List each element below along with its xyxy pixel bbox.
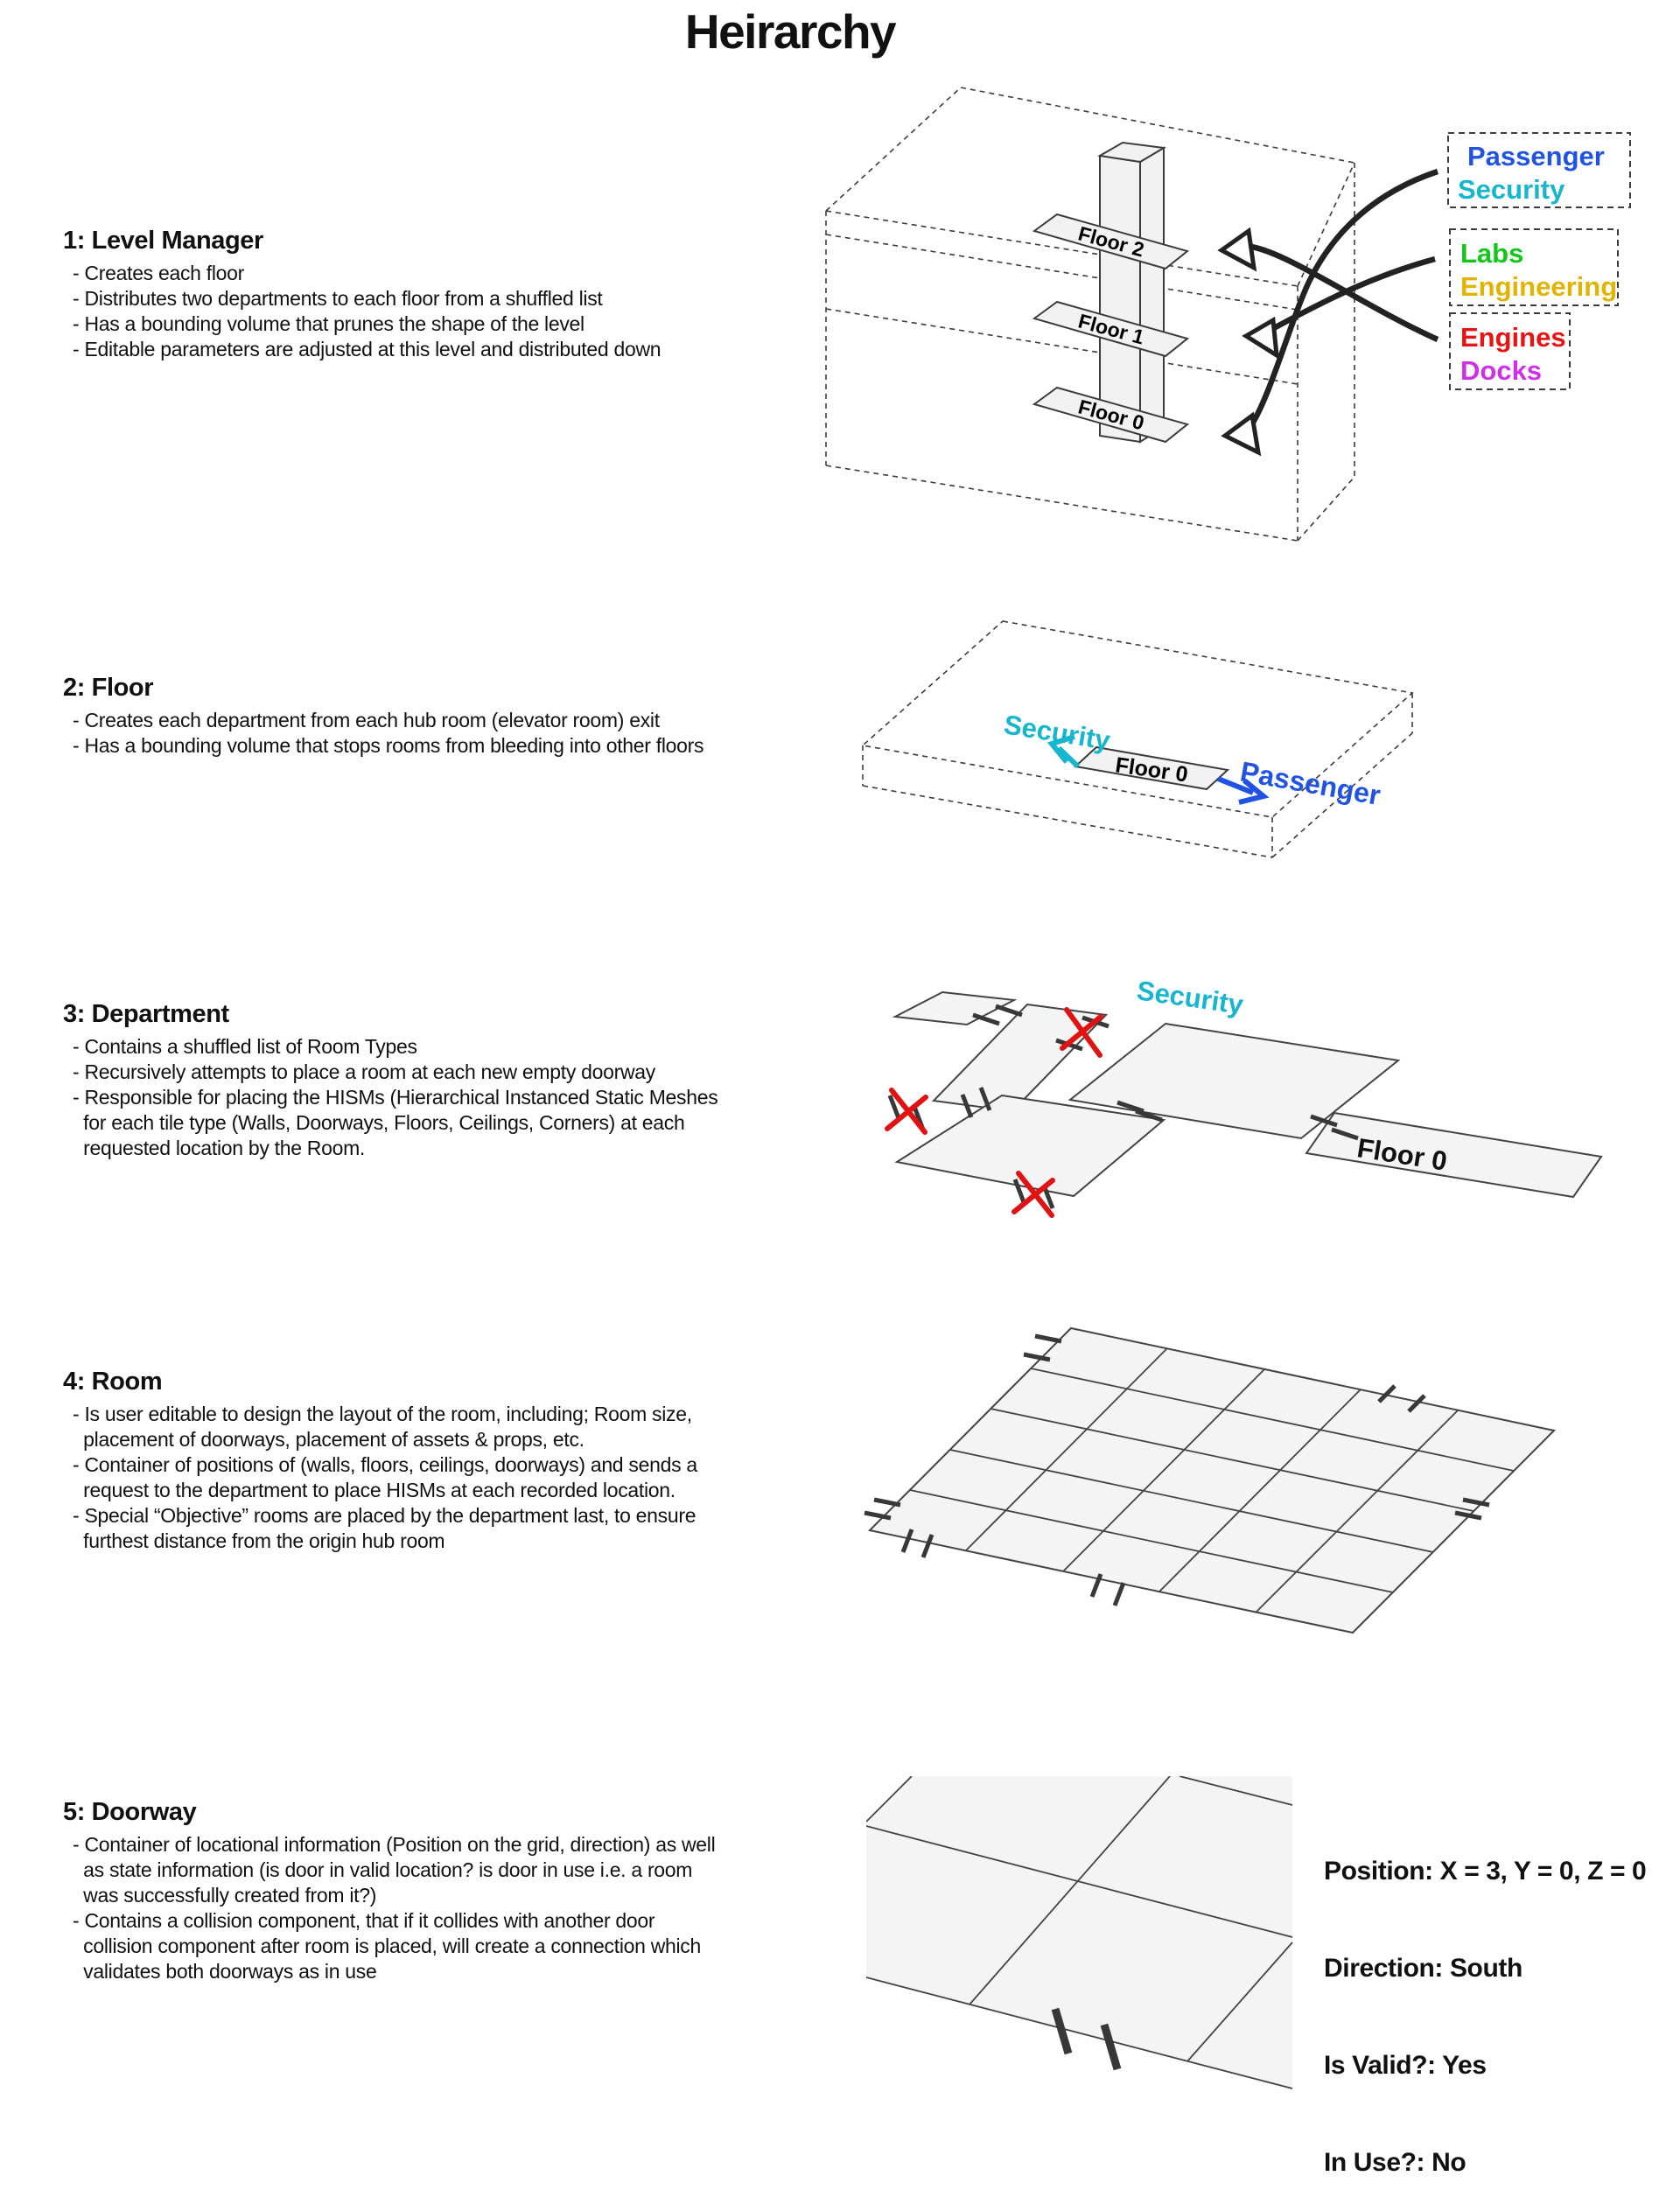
elevator-shaft bbox=[1097, 141, 1167, 444]
room-doorway-ticks bbox=[864, 1333, 1490, 1606]
arrow-to-floor-2 bbox=[1250, 243, 1439, 342]
arrow-to-floor-0 bbox=[1249, 168, 1439, 427]
bullet-line: - Editable parameters are adjusted at th… bbox=[73, 338, 662, 360]
passenger-direction-label: Passenger bbox=[1238, 755, 1383, 811]
section-level-manager: 1: Level Manager - Creates each floor - D… bbox=[63, 227, 662, 362]
floor-2-plate bbox=[1032, 213, 1190, 270]
section-bullets: - Creates each department from each hub … bbox=[73, 708, 704, 759]
section-bullets: - Container of locational information (P… bbox=[73, 1832, 716, 1984]
section-doorway: 5: Doorway - Container of locational inf… bbox=[63, 1798, 716, 1984]
room-plate bbox=[1068, 1022, 1401, 1140]
bullet-line: - Special “Objective” rooms are placed b… bbox=[73, 1504, 696, 1527]
page: { "title": "Heirarchy", "sections": [ { … bbox=[63, 4, 1647, 2177]
doorway-in-use: In Use?: No bbox=[1324, 2148, 1466, 2177]
legend-box-3 bbox=[1449, 312, 1571, 390]
room-grid-lines bbox=[909, 1347, 1515, 1613]
department-legend: Passenger Security Labs Engineering Engi… bbox=[1447, 132, 1631, 390]
bullet-line: for each tile type (Walls, Doorways, Flo… bbox=[73, 1111, 685, 1134]
invalid-x-icon bbox=[1012, 1178, 1055, 1214]
section-bullets: - Creates each floor - Distributes two de… bbox=[73, 261, 662, 362]
arrowhead-floor-0-icon bbox=[1221, 411, 1262, 457]
legend-box-1 bbox=[1447, 132, 1631, 208]
bullet-line: - Creates each floor bbox=[73, 262, 244, 284]
bullet-line: - Creates each department from each hub … bbox=[73, 709, 660, 731]
section-bullets: - Contains a shuffled list of Room Types… bbox=[73, 1034, 718, 1161]
passenger-arrow-icon bbox=[1216, 776, 1270, 805]
bullet-line: - Container of locational information (P… bbox=[73, 1833, 716, 1856]
floor-origin-plate bbox=[1305, 1111, 1603, 1199]
doorway-valid: Is Valid?: Yes bbox=[1324, 2051, 1487, 2080]
room-diagram bbox=[864, 1326, 1557, 1634]
distribution-arrows bbox=[1217, 168, 1439, 457]
section-heading: 3: Department bbox=[63, 1000, 229, 1028]
bullet-line: - Container of positions of (walls, floo… bbox=[73, 1453, 697, 1476]
doorway-ticks bbox=[887, 1004, 1359, 1209]
doorway-diagram bbox=[866, 1776, 1293, 2089]
room-plate bbox=[892, 990, 1018, 1026]
bullet-line: - Has a bounding volume that prunes the … bbox=[73, 312, 584, 335]
doorway-direction: Direction: South bbox=[1324, 1954, 1522, 1983]
bullet-line: - Has a bounding volume that stops rooms… bbox=[73, 734, 704, 757]
level-manager-diagram: Floor 2 Floor 1 Floor 0 Passenger Securi… bbox=[825, 87, 1631, 542]
doorway-position: Position: X = 3, Y = 0, Z = 0 bbox=[1324, 1857, 1647, 1886]
section-department: 3: Department - Contains a shuffled list… bbox=[63, 1001, 718, 1161]
floor-diagram: Floor 0 Security Passenger bbox=[861, 620, 1414, 858]
doorway-collision-ticks bbox=[1051, 2007, 1122, 2071]
bullet-line: - Contains a collision component, that i… bbox=[73, 1909, 655, 1932]
section-bullets: - Is user editable to design the layout … bbox=[73, 1402, 697, 1554]
doorway-info-panel: Position: X = 3, Y = 0, Z = 0 Direction:… bbox=[1324, 1790, 1647, 2211]
legend-label-engines: Engines bbox=[1460, 322, 1566, 353]
bullet-line: - Recursively attempts to place a room a… bbox=[73, 1060, 655, 1083]
bullet-line: - Responsible for placing the HISMs (Hie… bbox=[73, 1086, 718, 1109]
department-diagram: Security Floor 0 bbox=[885, 975, 1603, 1218]
invalid-x-icon bbox=[1060, 1014, 1103, 1051]
bullet-line: validates both doorways as in use bbox=[73, 1960, 377, 1983]
section-room: 4: Room - Is user editable to design the… bbox=[63, 1368, 697, 1554]
invalid-doorway-markers bbox=[885, 1007, 1103, 1218]
legend-box-2 bbox=[1449, 228, 1619, 306]
section-heading: 1: Level Manager bbox=[63, 227, 263, 255]
room-grid-outline bbox=[867, 1326, 1557, 1634]
legend-label-docks: Docks bbox=[1460, 355, 1542, 386]
floor-bounding-box bbox=[861, 620, 1414, 858]
bullet-line: furthest distance from the origin hub ro… bbox=[73, 1529, 445, 1552]
page-title: Heirarchy bbox=[684, 4, 897, 59]
level-division-line bbox=[825, 234, 1298, 311]
legend-label-labs: Labs bbox=[1460, 238, 1523, 269]
security-arrow-icon bbox=[1046, 734, 1081, 769]
bullet-line: was successfully created from it?) bbox=[73, 1884, 377, 1907]
hub-room-plate bbox=[1073, 745, 1230, 791]
department-name-label: Security bbox=[1135, 975, 1246, 1020]
bullet-line: - Contains a shuffled list of Room Types bbox=[73, 1035, 417, 1058]
bullet-line: placement of doorways, placement of asse… bbox=[73, 1428, 584, 1451]
level-division-line bbox=[825, 308, 1298, 385]
bullet-line: requested location by the Room. bbox=[73, 1137, 366, 1159]
hub-floor-label: Floor 0 bbox=[1114, 752, 1189, 787]
legend-label-engineering: Engineering bbox=[1460, 271, 1617, 302]
section-heading: 2: Floor bbox=[63, 674, 154, 702]
bullet-line: - Distributes two departments to each fl… bbox=[73, 287, 603, 310]
arrowhead-floor-2-icon bbox=[1217, 227, 1257, 272]
level-bounding-box bbox=[825, 87, 1355, 542]
invalid-x-icon bbox=[885, 1095, 928, 1131]
room-plate bbox=[894, 1094, 1166, 1198]
bullet-line: - Is user editable to design the layout … bbox=[73, 1403, 692, 1425]
floor-0-plate bbox=[1032, 386, 1190, 444]
doorway-grid-lines bbox=[866, 1776, 1293, 2089]
doorway-floor-region bbox=[866, 1776, 1292, 2089]
section-floor: 2: Floor - Creates each department from … bbox=[63, 675, 704, 759]
legend-label-security: Security bbox=[1458, 174, 1565, 205]
arrowhead-floor-1-icon bbox=[1242, 316, 1279, 360]
bullet-line: as state information (is door in valid l… bbox=[73, 1858, 693, 1881]
section-heading: 4: Room bbox=[63, 1368, 163, 1396]
bullet-line: collision component after room is placed… bbox=[73, 1935, 702, 1957]
section-heading: 5: Doorway bbox=[63, 1798, 197, 1826]
department-room-plates bbox=[892, 990, 1603, 1199]
legend-label-passenger: Passenger bbox=[1467, 141, 1605, 171]
floor-1-plate bbox=[1032, 300, 1190, 358]
bullet-line: request to the department to place HISMs… bbox=[73, 1479, 676, 1501]
